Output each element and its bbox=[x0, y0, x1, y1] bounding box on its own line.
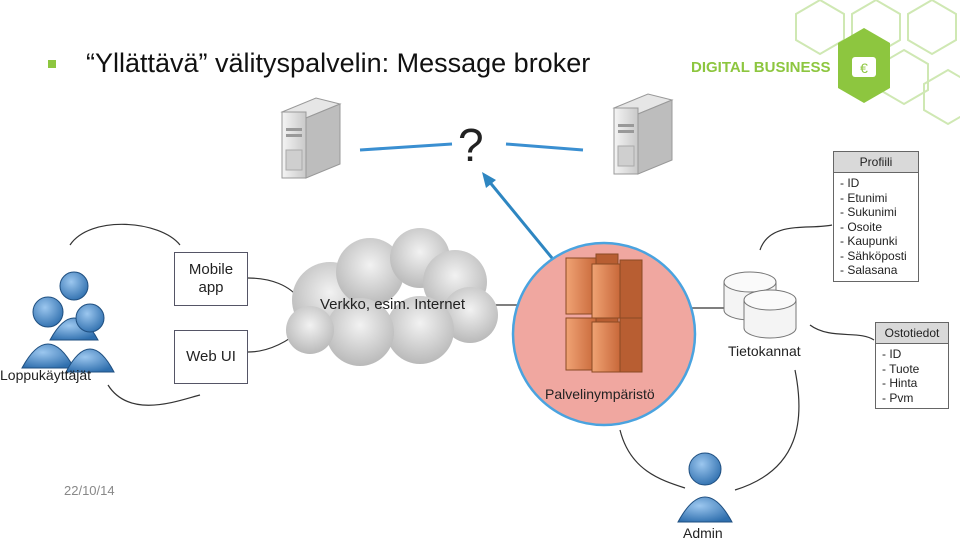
mobile-app-box: Mobile app bbox=[174, 252, 248, 306]
entity-field: - ID bbox=[840, 176, 860, 190]
server-env-label: Palvelinympäristö bbox=[545, 386, 655, 402]
server-icon-right bbox=[612, 93, 674, 175]
database-icon bbox=[723, 271, 797, 339]
end-users-label: Loppukäyttäjät bbox=[0, 367, 92, 383]
entity-field: - Osoite bbox=[840, 219, 883, 234]
connectors bbox=[359, 142, 584, 152]
databases-label: Tietokannat bbox=[728, 343, 801, 359]
entity-field: - Kaupunki bbox=[840, 234, 898, 248]
entity-field: - Tuote bbox=[882, 361, 920, 376]
svg-text:€: € bbox=[860, 60, 868, 76]
title-row: “Yllättävä” välityspalvelin: Message bro… bbox=[48, 48, 590, 79]
entity-field: - ID bbox=[882, 347, 902, 361]
entity-field: - Pvm bbox=[882, 390, 914, 405]
user-icon bbox=[677, 452, 733, 523]
entity-field: - Sukunimi bbox=[840, 205, 897, 219]
line-db-admin bbox=[734, 369, 800, 491]
connector-left bbox=[359, 142, 453, 152]
server-icon-left bbox=[280, 97, 342, 179]
server-cluster-icon bbox=[565, 253, 643, 373]
line-users-web bbox=[107, 384, 201, 406]
brand-logo-icon: € bbox=[838, 28, 890, 103]
entity-field: - Salasana bbox=[840, 263, 898, 277]
page-title: “Yllättävä” välityspalvelin: Message bro… bbox=[86, 48, 591, 78]
cloud-icon bbox=[286, 228, 498, 366]
web-ui-box: Web UI bbox=[174, 330, 248, 384]
entity-fields: - ID - Tuote - Hinta - Pvm bbox=[876, 344, 948, 408]
profiili-entity: Profiili - ID - Etunimi - Sukunimi - Oso… bbox=[833, 151, 919, 282]
network-label: Verkko, esim. Internet bbox=[320, 296, 466, 313]
line-users-mobile bbox=[69, 223, 181, 246]
line-env-admin bbox=[619, 429, 686, 489]
entity-field: - Sähköposti bbox=[840, 248, 907, 263]
entity-fields: - ID - Etunimi - Sukunimi - Osoite - Kau… bbox=[834, 173, 918, 281]
entity-field: - Etunimi bbox=[840, 190, 888, 205]
admin-label: Admin bbox=[683, 525, 723, 541]
entity-title: Ostotiedot bbox=[876, 323, 948, 344]
bullet-icon bbox=[48, 59, 56, 68]
line-db-ostotiedot bbox=[809, 324, 875, 341]
arrow bbox=[482, 172, 554, 259]
date-label: 22/10/14 bbox=[64, 483, 115, 498]
connector-right bbox=[505, 142, 584, 152]
users-group-icon bbox=[21, 271, 115, 373]
entity-field: - Hinta bbox=[882, 376, 918, 390]
brand-label: DIGITAL BUSINESS bbox=[691, 59, 831, 76]
question-mark: ? bbox=[458, 119, 484, 171]
line-db-profiili bbox=[759, 224, 833, 251]
ostotiedot-entity: Ostotiedot - ID - Tuote - Hinta - Pvm bbox=[875, 322, 949, 409]
entity-title: Profiili bbox=[834, 152, 918, 173]
